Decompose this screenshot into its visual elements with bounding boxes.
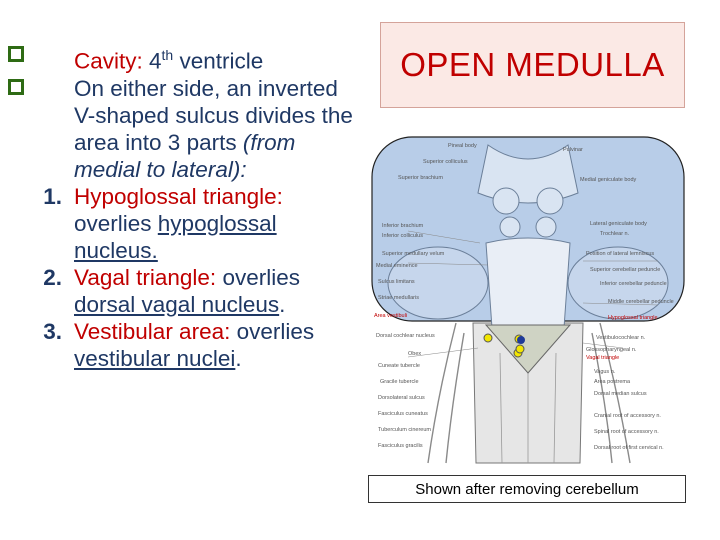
- checkbox-bullet-icon: [8, 46, 24, 62]
- label-striae: Striae medullaris: [378, 295, 419, 301]
- content-list: Cavity: 4th ventricle On either side, an…: [6, 42, 362, 372]
- label-area-postrema: Area postrema: [594, 379, 631, 385]
- label-pulvinar: Pulvinar: [563, 147, 583, 153]
- item-number: 2.: [43, 264, 62, 290]
- item-number: 1.: [43, 183, 62, 209]
- item-post: .: [235, 345, 242, 371]
- title-box: OPEN MEDULLA: [380, 22, 685, 108]
- sulcus-text: On either side, an inverted V-shaped sul…: [74, 75, 353, 155]
- label-dorsal-root: Dorsal root of first cervical n.: [594, 445, 664, 451]
- label-lateral-geniculate: Lateral geniculate body: [590, 221, 647, 227]
- item-term: Vagal triangle:: [74, 264, 217, 290]
- label-gracile-tubercle: Gracile tubercle: [380, 379, 419, 385]
- bullet-cavity: Cavity: 4th ventricle: [6, 42, 362, 75]
- item-sep: :: [224, 318, 231, 344]
- label-sup-medullary: Superior medullary velum: [382, 251, 445, 257]
- label-obex: Obex: [408, 351, 421, 357]
- label-vagus: Vagus n.: [594, 369, 616, 375]
- inf-colliculus-left: [499, 216, 521, 238]
- label-medial-eminence: Medial eminence: [376, 263, 418, 269]
- item-pre: overlies: [74, 210, 158, 236]
- label-pineal: Pineal body: [448, 143, 477, 149]
- label-vestibulocochlear: Vestibulocochlear n.: [596, 335, 646, 341]
- hypoglossal-dot: [517, 336, 525, 344]
- list-item-vestibular: 3. Vestibular area: overlies vestibular …: [6, 318, 362, 372]
- peduncle-right: [567, 246, 669, 320]
- label-vagal-triangle: Vagal triangle: [586, 355, 619, 361]
- checkbox-bullet-icon: [8, 78, 24, 95]
- label-medial-geniculate: Medial geniculate body: [580, 177, 637, 183]
- sup-colliculus-right: [536, 187, 564, 215]
- item-number: 3.: [43, 318, 62, 344]
- vagal-dot-2: [515, 344, 525, 354]
- bullet-sulcus: On either side, an inverted V-shaped sul…: [6, 75, 362, 183]
- leader-lines: [407, 230, 659, 358]
- label-hypoglossal-triangle: Hypoglossal triangle: [608, 315, 658, 321]
- label-middle-cerebellar: Middle cerebellar peduncle: [608, 299, 674, 305]
- label-cuneate-tubercle: Cuneate tubercle: [378, 363, 420, 369]
- medulla-diagram: Pineal body Pulvinar Superior colliculus…: [368, 133, 688, 469]
- label-sulcus-limitans: Sulcus limitans: [378, 279, 415, 285]
- label-fasc-cuneatus: Fasciculus cuneatus: [378, 411, 428, 417]
- item-term: Hypoglossal triangle: [74, 183, 277, 209]
- label-inf-cerebellar: Inferior cerebellar peduncle: [600, 281, 667, 287]
- label-sup-colliculus: Superior colliculus: [423, 159, 468, 165]
- label-area-vestibuli: Area vestibuli: [374, 313, 407, 319]
- label-spinal-root: Spinal root of accessory n.: [594, 429, 659, 435]
- label-dorsal-median: Dorsal median sulcus: [594, 391, 647, 397]
- inf-colliculus-right: [535, 216, 557, 238]
- cavity-post: ventricle: [173, 48, 264, 74]
- label-fasc-gracilis: Fasciculus gracilis: [378, 443, 423, 449]
- item-link: hypoglossal nucleus.: [74, 210, 277, 263]
- cavity-label: Cavity:: [74, 48, 150, 74]
- list-item-vagal: 2. Vagal triangle: overlies dorsal vagal…: [6, 264, 362, 318]
- item-post: .: [279, 291, 286, 317]
- item-sep: :: [276, 183, 283, 209]
- cavity-sup: th: [161, 47, 174, 63]
- fourth-ventricle-floor: [485, 237, 571, 339]
- peduncle-left: [387, 246, 489, 320]
- label-lateral-lemniscus: Position of lateral lemniscus: [586, 251, 654, 257]
- label-sup-cerebellar: Superior cerebellar peduncle: [590, 267, 660, 273]
- sulcus-italic: (from medial to lateral):: [74, 129, 296, 182]
- label-trochlear: Trochlear n.: [600, 231, 630, 237]
- label-cranial-root: Cranial root of accessory n.: [594, 413, 661, 419]
- nerve-roots: [427, 322, 631, 464]
- item-link: dorsal vagal nucleus: [74, 291, 280, 317]
- item-term: Vestibular area: [74, 318, 225, 344]
- cavity-value: 4: [149, 48, 162, 74]
- item-pre: overlies: [216, 264, 300, 290]
- list-item-hypoglossal: 1. Hypoglossal triangle: overlies hypogl…: [6, 183, 362, 264]
- vestibular-dot: [483, 333, 493, 343]
- label-inf-brachium: Inferior brachium: [382, 223, 424, 229]
- label-glossopharyngeal: Glossopharyngeal n.: [586, 347, 637, 353]
- item-link: vestibular nuclei: [74, 345, 236, 371]
- label-dorsal-cochlear: Dorsal cochlear nucleus: [376, 333, 435, 339]
- caption-text: Shown after removing cerebellum: [415, 480, 639, 498]
- trigone-area: [484, 324, 572, 374]
- label-tuberculum-cinereum: Tuberculum cinereum: [378, 427, 431, 433]
- label-sup-brachium: Superior brachium: [398, 175, 443, 181]
- item-pre: overlies: [230, 318, 315, 344]
- figure-caption: Shown after removing cerebellum: [368, 475, 686, 503]
- slide-title: OPEN MEDULLA: [400, 46, 665, 83]
- sup-colliculus-left: [492, 187, 520, 215]
- label-inf-colliculus: Inferior colliculus: [382, 233, 423, 239]
- label-dorsolateral: Dorsolateral sulcus: [378, 395, 425, 401]
